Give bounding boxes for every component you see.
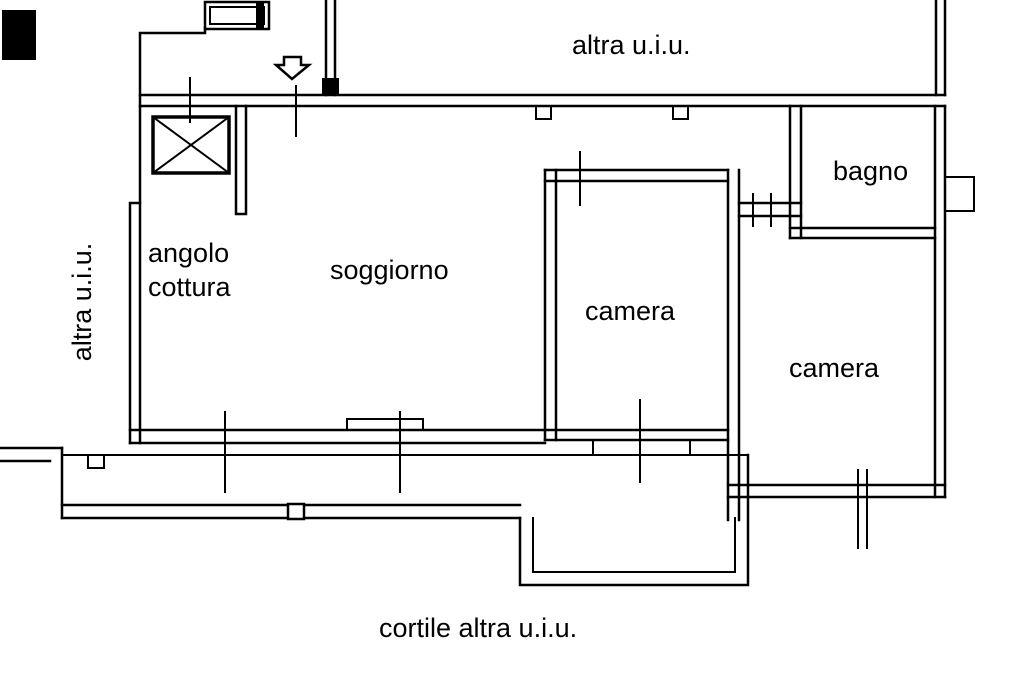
bedroom2-walls <box>726 104 947 549</box>
wall-stub <box>535 105 552 120</box>
band-notch <box>286 502 306 521</box>
wall-protrusion-inner <box>532 517 736 573</box>
window-marker-right-edge <box>944 176 975 212</box>
label-neighbor-left: altra u.i.u. <box>67 242 97 362</box>
window-marker-camera2 <box>857 469 868 549</box>
window-sill <box>592 439 691 456</box>
label-camera-1: camera <box>585 296 676 326</box>
elevator <box>151 115 231 175</box>
walls-exterior <box>2 0 947 108</box>
wall-block-left-edge <box>2 10 36 60</box>
label-angolo-cottura: angolo cottura <box>148 236 231 304</box>
wall-bagno-left <box>788 104 803 240</box>
entrance <box>189 55 313 137</box>
wall-bagno-bottom <box>788 226 937 240</box>
wall-right <box>933 104 947 499</box>
door-pocket <box>346 418 424 431</box>
wall-stairwell-left <box>138 26 207 97</box>
wall-top <box>138 93 947 108</box>
walls-left <box>128 104 248 445</box>
wall-left-outer <box>128 201 142 445</box>
wall-protrusion-outer <box>518 453 750 587</box>
wall-band-left-stub <box>0 446 64 463</box>
label-cortile: cortile altra u.i.u. <box>379 613 578 643</box>
wall-soggiorno-bottom <box>128 428 547 445</box>
band-step <box>87 454 105 469</box>
wall-camera1-left <box>543 168 558 442</box>
label-angolo-line1: angolo <box>148 238 230 268</box>
door-jamb-block <box>322 78 339 96</box>
shaft-top-inner <box>209 6 265 25</box>
shaft-top-outer <box>203 0 271 31</box>
wall-right-boundary-upper <box>934 0 947 97</box>
wall-camera1-top <box>543 168 730 183</box>
label-neighbor-top: altra u.i.u. <box>572 30 691 60</box>
courtyard-walls <box>0 446 750 587</box>
livingroom-walls <box>128 411 547 493</box>
label-angolo-line2: cottura <box>148 272 231 302</box>
label-soggiorno: soggiorno <box>330 255 449 285</box>
elevator-cross-icon <box>151 115 231 175</box>
bedroom1-walls <box>543 151 741 522</box>
wall-stub <box>672 105 689 120</box>
wall-stubs <box>535 105 689 120</box>
wall-camera1-bottom <box>543 428 730 442</box>
door-marker-hall <box>752 193 772 227</box>
label-camera-2: camera <box>789 353 880 383</box>
wall-kitchenette <box>234 104 248 216</box>
shaft-strip <box>256 2 264 29</box>
wall-camera2-bottom <box>726 483 947 499</box>
bathroom-walls <box>737 104 975 240</box>
wall-camera-divider <box>726 168 741 522</box>
label-bagno: bagno <box>833 156 909 186</box>
elevator-box <box>151 115 231 175</box>
entrance-arrow-icon <box>272 55 313 81</box>
